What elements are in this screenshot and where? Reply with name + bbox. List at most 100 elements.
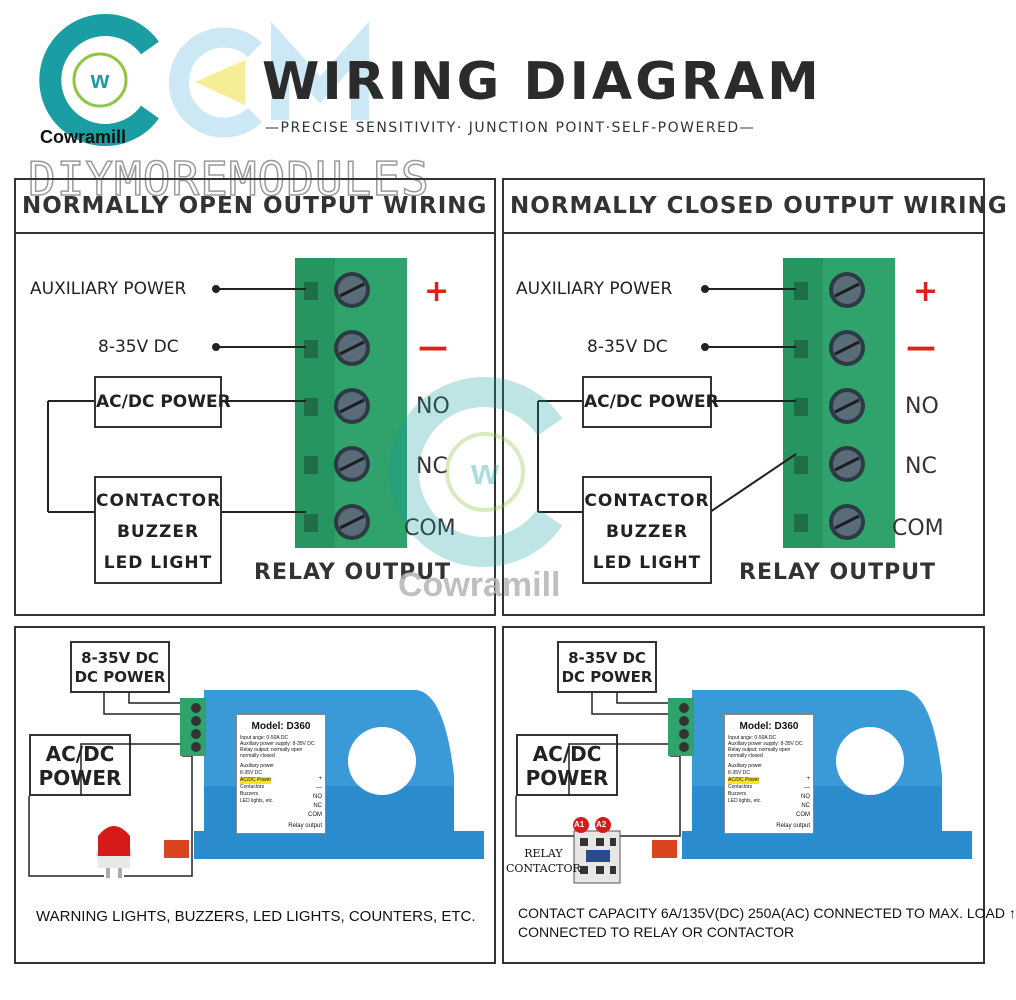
caption: WARNING LIGHTS, BUZZERS, LED LIGHTS, COU… [36,908,476,925]
spec-line: normally closed [728,753,763,759]
panel-heading: NORMALLY CLOSED OUTPUT WIRING [510,193,1008,219]
dc-power-line: 8-35V DC [568,649,646,667]
terminal-minus: — [906,330,936,365]
term-line: LED lights, etc. [240,798,274,804]
load-box: CONTACTOR BUZZER LED LIGHT [94,476,222,584]
spec-line: Input ange: 0-50A DC [240,735,289,741]
term-mark: + [806,776,810,782]
dc-power-line: DC POWER [561,668,653,686]
load-line: BUZZER [116,522,200,542]
term-mark: NO [801,794,810,800]
acdc-line: AC/DC [45,742,115,766]
term-line: LED lights, etc. [728,798,762,804]
page-subtitle: —PRECISE SENSITIVITY· JUNCTION POINT·SEL… [265,120,756,136]
relay-output-label: RELAY OUTPUT [254,560,452,585]
term-mark: NC [801,803,810,809]
aux-power-label: AUXILIARY POWER [30,279,187,299]
logo-c-icon [39,14,159,146]
terminal-plus: + [424,274,450,309]
relay-contactor-label: RELAY CONTACTOR [506,846,581,876]
relay-output-label: RELAY OUTPUT [739,560,937,585]
panel-example-warning-light [14,626,496,964]
acdc-line: POWER [38,766,122,790]
spec-line: Relay output: normally open [240,747,303,753]
aux-power-label: AUXILIARY POWER [516,279,673,299]
load-box: CONTACTOR BUZZER LED LIGHT [582,476,712,584]
panel-heading: NORMALLY OPEN OUTPUT WIRING [22,193,488,219]
watermark-logo: w [388,377,563,567]
relay-line: RELAY [524,847,563,860]
dc-power-line: 8-35V DC [81,649,159,667]
screw-icons [334,272,370,540]
page-title: WIRING DIAGRAM [262,52,822,112]
dc-power-box: 8-35V DC DC POWER [70,641,170,693]
model-label: Model: D360 [739,721,799,732]
spec-line: Relay output: normally open [728,747,791,753]
terminal-com: COM [892,516,944,541]
load-line: BUZZER [605,522,689,542]
term-line: Contactors [728,784,753,790]
relay-line: CONTACTOR [506,862,581,875]
term-line: AC/DC Power [728,777,760,784]
term-line: Auxiliary power [240,763,274,769]
screw-icons [829,272,865,540]
dc-power-box: 8-35V DC DC POWER [557,641,657,693]
term-line: AC/DC Power [240,777,272,784]
terminal-com: COM [404,516,456,541]
caption-line: CONTACT CAPACITY 6A/135V(DC) 250A(AC) CO… [518,905,1016,921]
term-mark: NC [313,803,322,809]
terminal-no: NO [416,394,450,419]
term-line: Buzzers [240,791,259,797]
terminal-block-diagram [47,258,407,548]
terminal-plus: + [913,274,939,309]
sensor-hole [348,727,416,795]
dc-power-line: DC POWER [74,668,166,686]
sensor-hole [836,727,904,795]
spec-line: Auxiliary power supply: 8-35V DC [728,741,803,747]
voltage-label: 8-35V DC [587,337,668,357]
term-line: 8-35V DC [728,770,750,776]
caption-line: CONNECTED TO RELAY OR CONTACTOR [518,924,795,940]
panel-normally-closed [502,178,985,616]
relay-output-mini: Relay output [776,823,810,829]
load-line: LED LIGHT [592,553,702,573]
acdc-power-box: AC/DC POWER [94,376,231,428]
spec-line: normally closed [240,753,275,759]
load-line: CONTACTOR [584,491,710,511]
caption: CONTACT CAPACITY 6A/135V(DC) 250A(AC) CO… [518,904,1016,942]
a2-label: A2 [596,820,607,829]
term-mark: — [316,785,322,791]
acdc-line: AC/DC [532,742,602,766]
term-mark: — [804,785,810,791]
load-line: LED LIGHT [103,553,213,573]
device-label: Model: D360 Input ange: 0-50A DC Auxilia… [236,714,326,834]
acdc-power-box: AC/DC POWER [516,734,618,796]
terminal-nc: NC [416,454,448,479]
term-mark: COM [308,812,322,818]
term-mark: + [318,776,322,782]
term-mark: COM [796,812,810,818]
spec-line: Auxiliary power supply: 8-35V DC [240,741,315,747]
term-mark: NO [313,794,322,800]
terminal-nc: NC [905,454,937,479]
term-line: Contactors [240,784,265,790]
panel-example-relay [502,626,985,964]
brand-name: Cowramill [40,127,127,147]
acdc-power-box: AC/DC POWER [582,376,719,428]
a1-label: A1 [574,820,585,829]
device-label: Model: D360 Input ange: 0-50A DC Auxilia… [724,714,814,834]
term-line: Buzzers [728,791,747,797]
svg-text:w: w [90,67,110,94]
terminal-no: NO [905,394,939,419]
term-line: 8-35V DC [240,770,262,776]
relay-contactor-icon [573,817,621,884]
divider [502,232,985,234]
model-label: Model: D360 [251,721,311,732]
relay-output-mini: Relay output [288,823,322,829]
divider [14,232,496,234]
term-line: Auxiliary power [728,763,762,769]
svg-text:w: w [470,451,500,492]
watermark-text: Cowramill [398,566,561,604]
terminal-minus: — [418,330,448,365]
acdc-power-box: AC/DC POWER [29,734,131,796]
